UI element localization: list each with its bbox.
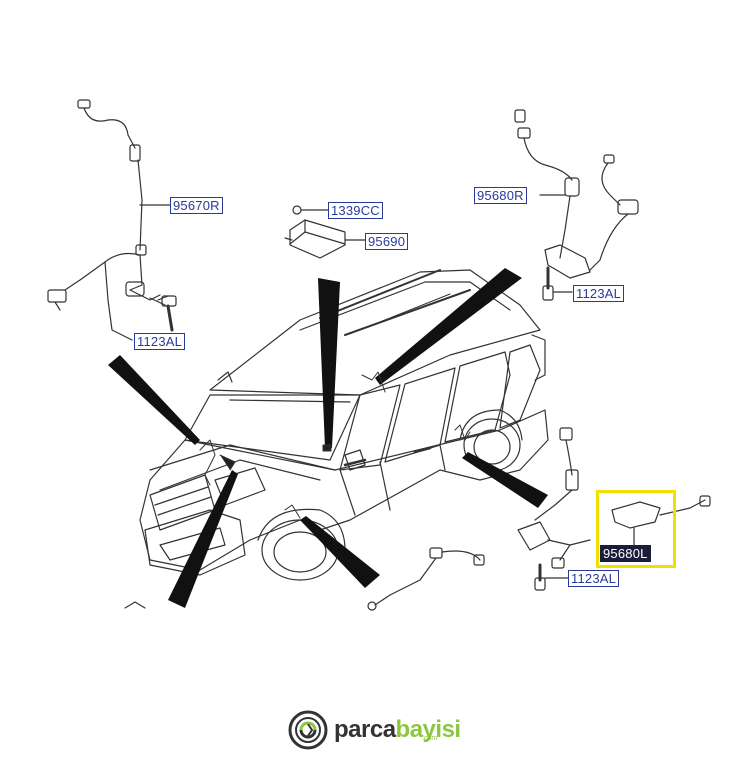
selected-part-highlight xyxy=(596,490,676,568)
part-label-95690[interactable]: 95690 xyxy=(365,233,409,250)
module-95690-drawing xyxy=(284,205,366,259)
pointer-wedges xyxy=(108,268,548,608)
sensor-95680l-drawing xyxy=(517,427,711,591)
pointer-rear-left xyxy=(462,452,548,508)
logo-text-part1: parca xyxy=(334,716,396,743)
part-label-95680r[interactable]: 95680R xyxy=(474,187,527,204)
logo-icon xyxy=(288,710,328,750)
part-label-95680l[interactable]: 95680L xyxy=(600,545,651,562)
part-label-1123al-rear[interactable]: 1123AL xyxy=(568,570,620,587)
part-label-95670r[interactable]: 95670R xyxy=(170,197,223,214)
pointer-module xyxy=(318,278,340,448)
logo-text-part2: bayisi xyxy=(395,716,462,743)
sensor-95680r-drawing xyxy=(514,109,639,301)
part-label-1123al-front-left[interactable]: 1123AL xyxy=(134,333,186,350)
logo-wordmark: parcabayisi xyxy=(334,716,461,744)
parcabayisi-logo[interactable]: parcabayisi .com xyxy=(288,710,461,750)
pointer-front-right xyxy=(375,268,522,385)
pointer-front-left-wheel xyxy=(300,516,380,588)
pointer-front-left-top xyxy=(168,470,238,608)
car-illustration xyxy=(139,269,549,581)
pointer-rear-right xyxy=(108,355,200,445)
sensor-rear-left-drawing xyxy=(124,547,485,611)
part-label-1339cc[interactable]: 1339CC xyxy=(328,202,383,219)
part-label-1123al-front-right[interactable]: 1123AL xyxy=(573,285,625,302)
logo-domain: .com xyxy=(422,735,438,742)
sensor-95670r-drawing xyxy=(47,99,177,341)
